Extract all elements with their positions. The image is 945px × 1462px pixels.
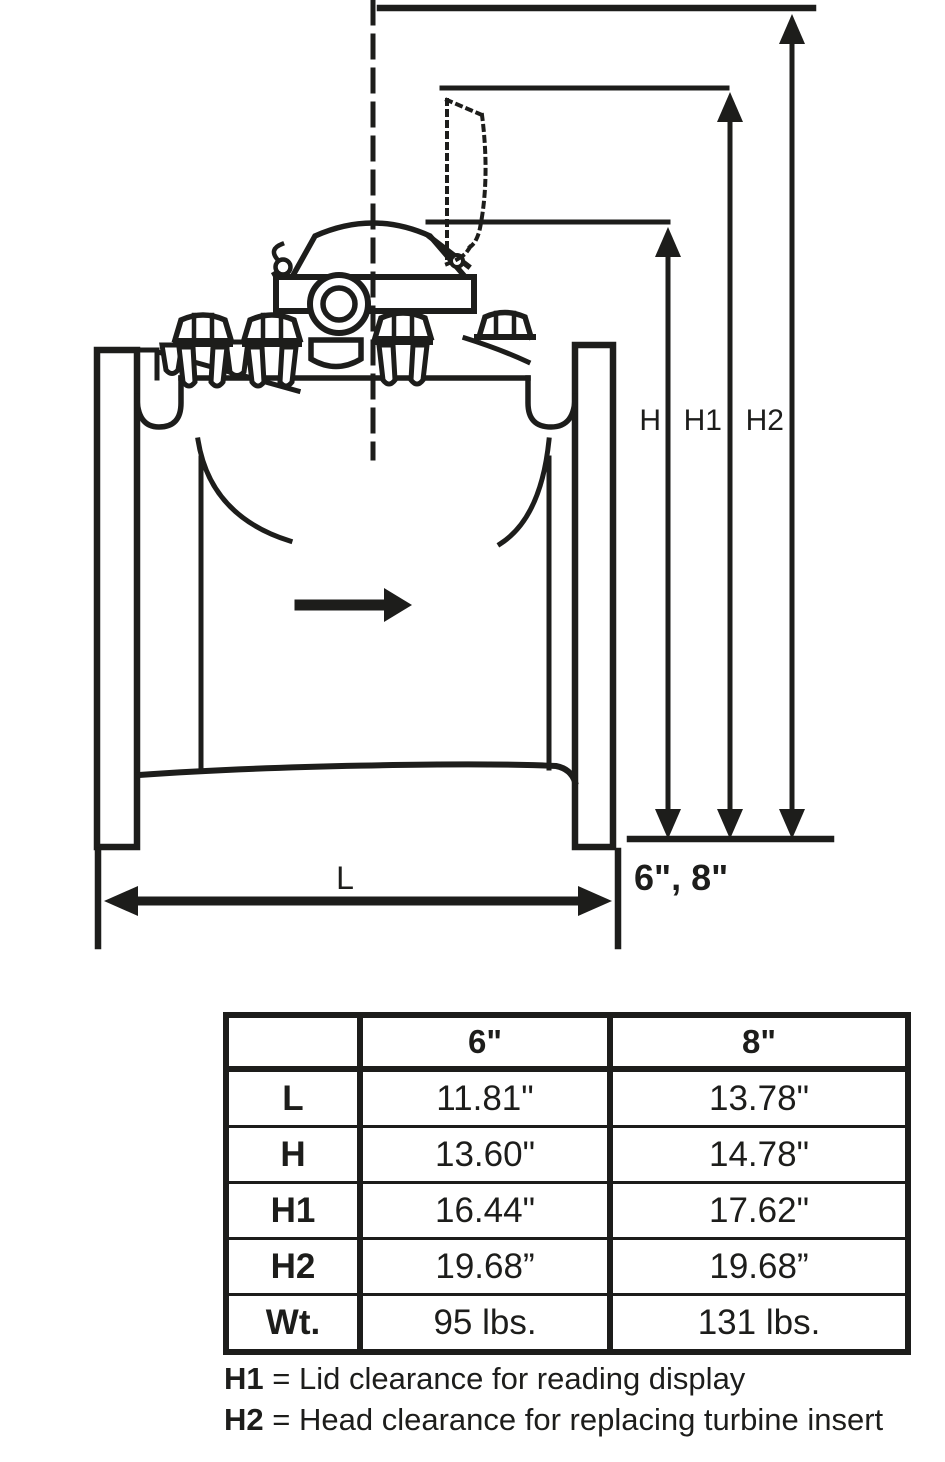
meter-dimension-drawing: H H1 H2 6", 8" L <box>93 0 835 950</box>
value-8in: 14.78" <box>607 1125 910 1184</box>
right-flange <box>571 341 617 851</box>
seal-ring <box>273 257 293 277</box>
table-row: H 13.60" 14.78" <box>224 1125 910 1184</box>
pipe-size-label: 6", 8" <box>634 857 728 898</box>
row-label: L <box>224 1067 362 1128</box>
value-6in: 11.81" <box>357 1067 612 1128</box>
h1-label: H1 <box>684 404 722 437</box>
meter-body <box>93 334 617 851</box>
flange-bolts <box>159 309 536 389</box>
bore-fillet-right <box>496 437 552 548</box>
h-label: H <box>639 404 661 437</box>
h2-label: H2 <box>746 404 784 437</box>
header-6in-cell: 6" <box>357 1013 612 1072</box>
dimensions-table: 6" 8" L 11.81" 13.78" H 13.60" 14.78" H1… <box>223 1012 911 1355</box>
row-label: Wt. <box>224 1293 362 1354</box>
footnote-term: H2 <box>224 1402 264 1437</box>
row-label: H <box>224 1125 362 1184</box>
value-8in: 13.78" <box>607 1067 910 1128</box>
bolt <box>171 312 235 389</box>
belly-line <box>135 761 579 786</box>
center-nut <box>308 337 364 370</box>
value-8in: 19.68” <box>607 1237 910 1296</box>
open-lid-dotted <box>444 97 488 267</box>
value-8in: 17.62" <box>607 1181 910 1240</box>
bolt <box>240 312 304 389</box>
left-flange <box>93 346 141 851</box>
lid-dome <box>286 220 473 282</box>
value-6in: 16.44" <box>357 1181 612 1240</box>
register-knob-inner <box>320 285 358 323</box>
deck-slant-right <box>461 334 532 366</box>
footnote-definition: = Head clearance for replacing turbine i… <box>272 1402 884 1437</box>
header-8in-cell: 8" <box>607 1013 910 1072</box>
row-label: H1 <box>224 1181 362 1240</box>
value-6in: 13.60" <box>357 1125 612 1184</box>
table-row: H1 16.44" 17.62" <box>224 1181 910 1240</box>
h2-dim-line <box>779 14 805 839</box>
height-dimensions <box>376 4 835 843</box>
table-header-row: 6" 8" <box>224 1013 910 1072</box>
bolt <box>371 310 435 387</box>
footnote-definition: = Lid clearance for reading display <box>272 1361 746 1396</box>
length-dimension <box>94 847 622 950</box>
header-blank-cell <box>224 1013 362 1072</box>
h1-dim-line <box>717 92 743 839</box>
footnote-term: H1 <box>224 1361 264 1396</box>
footnote-h2: H2 = Head clearance for replacing turbin… <box>224 1399 883 1440</box>
value-8in: 131 lbs. <box>607 1293 910 1354</box>
table-row: Wt. 95 lbs. 131 lbs. <box>224 1293 910 1354</box>
footnote-h1: H1 = Lid clearance for reading display <box>224 1358 883 1399</box>
l-label: L <box>336 860 354 896</box>
flow-arrow <box>294 588 412 622</box>
table-row: L 11.81" 13.78" <box>224 1067 910 1128</box>
bolt-tab <box>159 342 185 376</box>
bolt-tab <box>223 339 251 378</box>
right-scoop <box>525 375 578 430</box>
value-6in: 95 lbs. <box>357 1293 612 1354</box>
footnotes: H1 = Lid clearance for reading display H… <box>224 1358 883 1440</box>
left-scoop <box>134 375 184 430</box>
h-dim-line <box>655 227 681 839</box>
row-label: H2 <box>224 1237 362 1296</box>
value-6in: 19.68” <box>357 1237 612 1296</box>
register-head <box>270 220 477 336</box>
bolt <box>474 309 536 341</box>
table-row: H2 19.68” 19.68” <box>224 1237 910 1296</box>
bore-fillet-left <box>195 437 294 545</box>
